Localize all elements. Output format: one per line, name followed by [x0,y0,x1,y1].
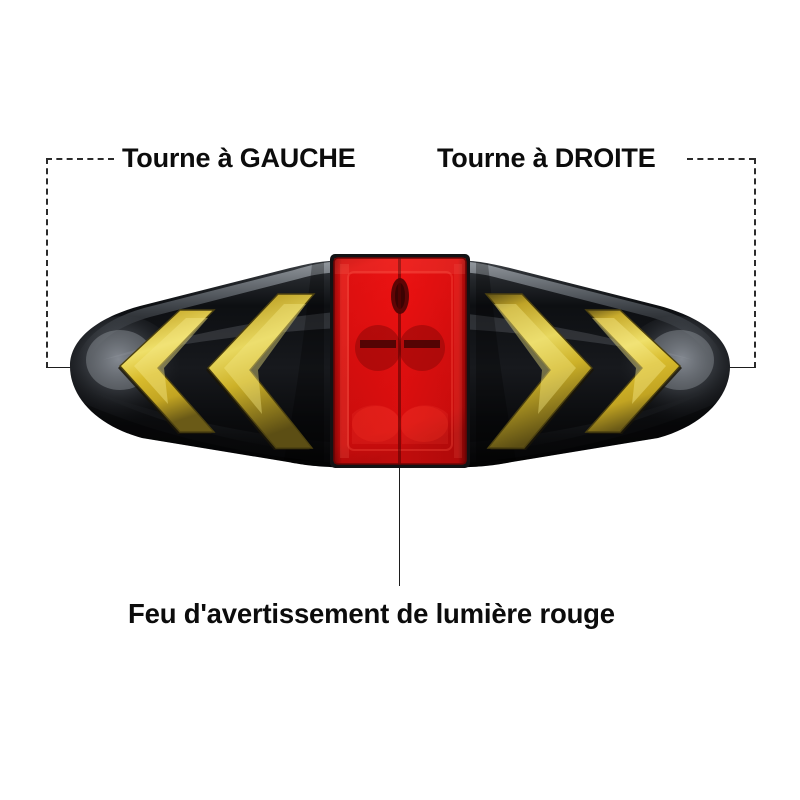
right-arrow-outer [584,309,682,434]
left-arrow-outer [118,309,216,434]
right-turn-signal-arrows [484,293,682,450]
left-turn-signal-arrows [118,293,316,450]
right-callout-dash-horizontal [687,158,755,160]
bottom-callout-leader-line [399,466,400,586]
product-image [62,248,738,473]
right-turn-signal-label: Tourne à DROITE [437,143,656,173]
left-turn-signal-label: Tourne à GAUCHE [122,143,356,173]
left-callout-dash-vertical [46,158,48,368]
left-arrow-inner [206,293,316,450]
left-callout-dash-horizontal [46,158,114,160]
red-warning-light [330,254,470,468]
right-callout-dash-vertical [754,158,756,368]
right-arrow-inner [484,293,594,450]
red-warning-light-label: Feu d'avertissement de lumière rouge [128,598,615,629]
